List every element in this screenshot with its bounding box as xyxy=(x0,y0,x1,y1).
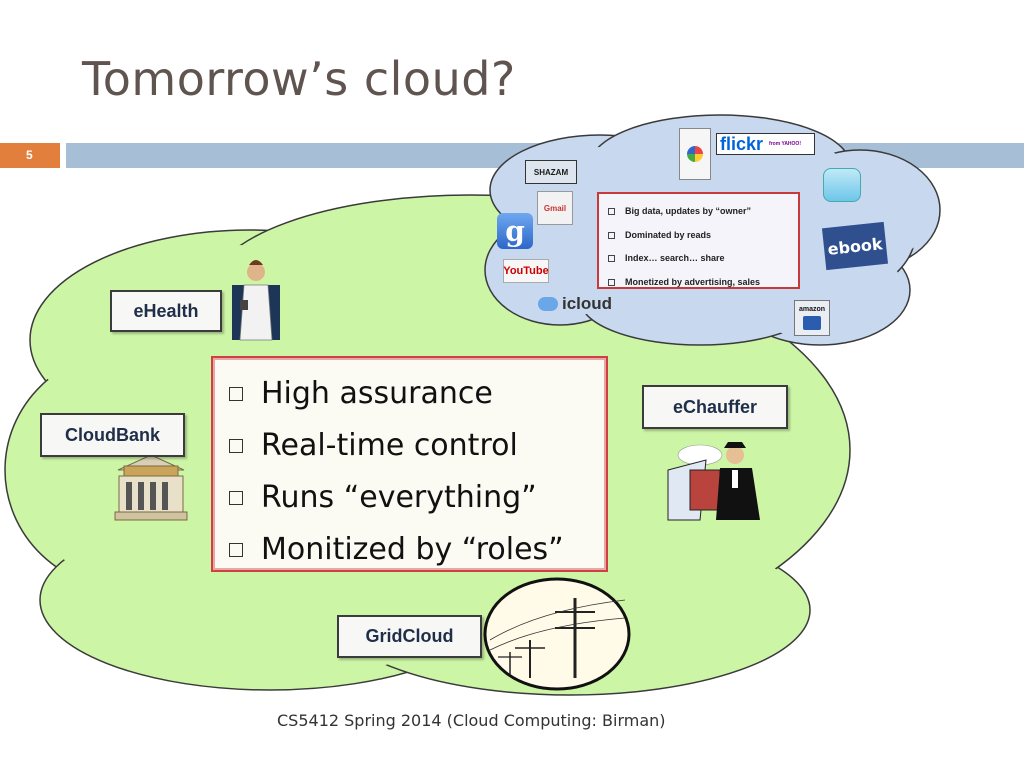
picasa-logo xyxy=(679,128,711,180)
icloud-logo-text: icloud xyxy=(562,294,613,313)
main-bullet-list: High assurance Real-time control Runs “e… xyxy=(213,358,606,576)
gridcloud-label: GridCloud xyxy=(337,615,482,658)
slide-footer: CS5412 Spring 2014 (Cloud Computing: Bir… xyxy=(277,711,666,730)
bullet-square-icon xyxy=(608,278,615,286)
facebook-logo: ebook xyxy=(821,221,889,271)
picasa-flower-icon xyxy=(687,146,703,162)
flickr-logo-text: flickr xyxy=(720,133,764,154)
flickr-logo: flickr from YAHOO! xyxy=(716,133,815,155)
small-bullet-text: Index… search… share xyxy=(625,253,725,263)
gmail-logo: Gmail xyxy=(537,191,573,225)
amazon-logo: amazon xyxy=(794,300,830,336)
bullet-square-icon xyxy=(229,543,243,557)
youtube-logo-text: YouTube xyxy=(503,265,549,277)
main-bullet-box: High assurance Real-time control Runs “e… xyxy=(211,356,608,572)
google-logo-text: g xyxy=(505,214,525,248)
bullet-square-icon xyxy=(608,255,615,263)
flickr-yahoo-text: from YAHOO! xyxy=(769,141,801,147)
bullet-square-icon xyxy=(608,208,615,216)
small-bullet-item: Dominated by reads xyxy=(608,224,798,248)
power-lines-icon xyxy=(483,577,631,691)
bullet-square-icon xyxy=(229,439,243,453)
ehealth-label: eHealth xyxy=(110,290,222,332)
google-logo: g xyxy=(497,213,533,249)
small-bullet-item: Big data, updates by “owner” xyxy=(608,200,798,224)
slide-title: Tomorrow’s cloud? xyxy=(82,52,516,106)
cloud-icon xyxy=(538,297,558,311)
main-bullet-item: Runs “everything” xyxy=(229,472,606,524)
youtube-logo: YouTube xyxy=(503,259,549,283)
main-bullet-item: High assurance xyxy=(229,368,606,420)
small-bullet-box: Big data, updates by “owner” Dominated b… xyxy=(597,192,800,289)
shazam-logo-text: SHAZAM xyxy=(533,167,569,177)
doctor-icon xyxy=(232,260,280,341)
twitter-bird-icon xyxy=(823,168,861,202)
shazam-logo: SHAZAM xyxy=(525,160,577,184)
cloudbank-label: CloudBank xyxy=(40,413,185,457)
amazon-logo-text: amazon xyxy=(798,306,826,313)
chauffeur-icon xyxy=(667,442,760,521)
shopping-cart-icon xyxy=(803,316,821,330)
bank-building-icon xyxy=(114,454,188,521)
small-bullet-text: Big data, updates by “owner” xyxy=(625,206,752,216)
small-bullet-text: Monetized by advertising, sales xyxy=(625,276,761,287)
facebook-logo-text: ebook xyxy=(826,233,884,259)
small-bullet-text: Dominated by reads xyxy=(625,229,712,240)
main-bullet-text: Real-time control xyxy=(261,428,518,463)
bullet-square-icon xyxy=(229,491,243,505)
small-bullet-item: Index… search… share xyxy=(608,247,798,271)
icloud-logo: icloud xyxy=(538,292,620,316)
main-bullet-item: Monitized by “roles” xyxy=(229,524,606,576)
main-bullet-text: Runs “everything” xyxy=(261,480,537,515)
main-bullet-text: High assurance xyxy=(261,376,493,411)
small-bullet-item: Monetized by advertising, sales xyxy=(608,271,798,295)
slide-number: 5 xyxy=(0,143,60,168)
main-bullet-text: Monitized by “roles” xyxy=(261,532,564,567)
gmail-logo-text: Gmail xyxy=(543,203,567,213)
main-bullet-item: Real-time control xyxy=(229,420,606,472)
echauffer-label: eChauffer xyxy=(642,385,788,429)
bullet-square-icon xyxy=(229,387,243,401)
bullet-square-icon xyxy=(608,231,615,239)
small-bullet-list: Big data, updates by “owner” Dominated b… xyxy=(599,194,798,294)
